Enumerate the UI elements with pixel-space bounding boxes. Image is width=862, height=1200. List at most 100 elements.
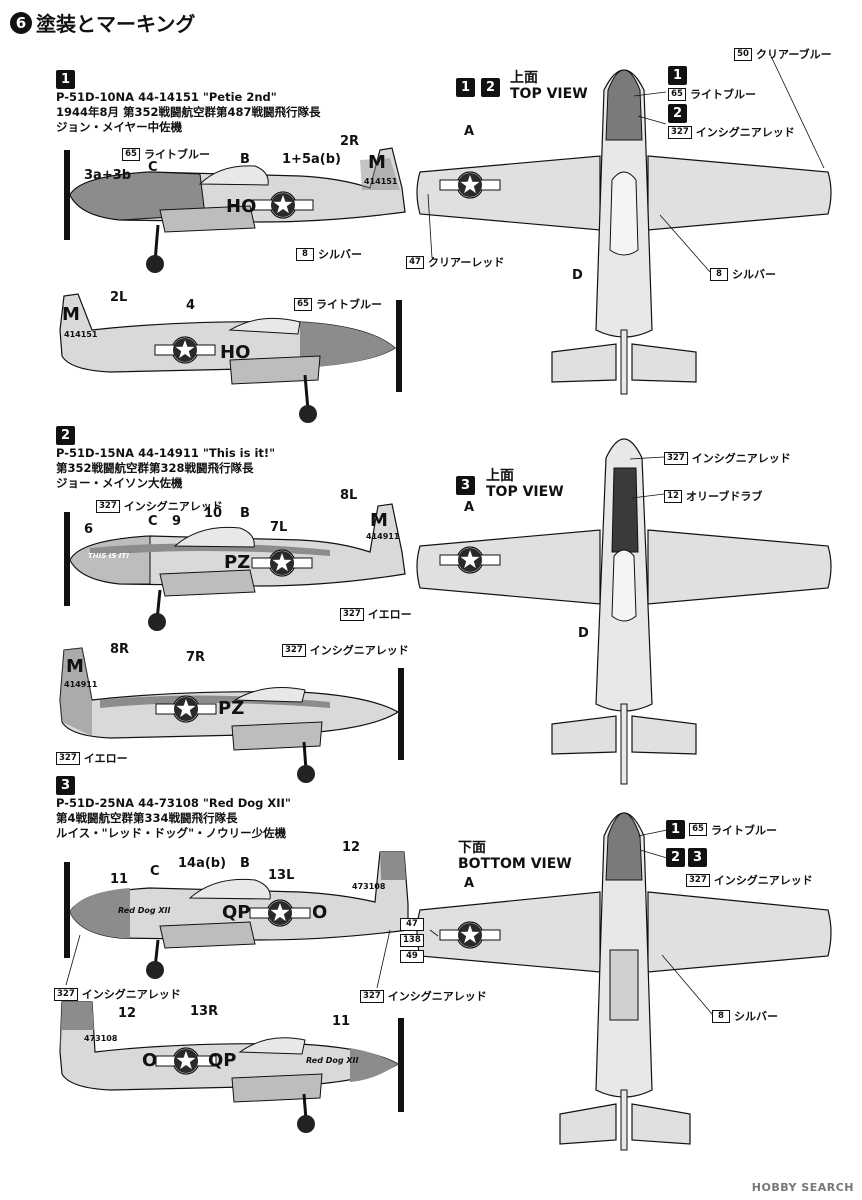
top1-callout-red: 327 インシグニアレッド bbox=[668, 124, 795, 140]
paint-name: オリーブドラブ bbox=[686, 490, 763, 503]
bottom-view-en: BOTTOM VIEW bbox=[458, 856, 572, 872]
paint-name: シルバー bbox=[732, 268, 776, 281]
paint-name: イエロー bbox=[83, 752, 128, 765]
scheme2-label-b: B bbox=[240, 506, 250, 521]
bottom-view-jp: 下面 bbox=[458, 840, 486, 856]
top1-number-1: 1 bbox=[456, 78, 475, 97]
scheme2-label-7r: 7R bbox=[186, 650, 206, 665]
scheme1-tail-letter-right: M bbox=[62, 304, 80, 325]
paint-number: 327 bbox=[56, 751, 80, 765]
scheme3-side-right bbox=[59, 1001, 404, 1133]
top3-callout-red: 327 インシグニアレッド bbox=[664, 450, 791, 466]
paint-number: 65 bbox=[668, 87, 686, 101]
scheme2-number: 2 bbox=[56, 426, 75, 445]
scheme1-number: 1 bbox=[56, 70, 75, 89]
paint-name: インシグニアレッド bbox=[387, 990, 487, 1003]
paint-name: インシグニアレッド bbox=[123, 500, 223, 513]
scheme3-label-13r: 13R bbox=[190, 1004, 219, 1019]
paint-number: 8 bbox=[296, 247, 314, 261]
top1-callout-light-blue: 65 ライトブルー bbox=[668, 86, 756, 102]
scheme1-label-2r: 2R bbox=[340, 134, 360, 149]
section-title: 塗装とマーキング bbox=[36, 12, 196, 36]
scheme1-label-1-5a: 1+5a(b) bbox=[282, 152, 341, 167]
scheme2-label-10: 10 bbox=[204, 506, 223, 521]
scheme2-callout-red: 327 インシグニアレッド bbox=[96, 498, 223, 514]
scheme1-callout-silver: 8 シルバー bbox=[296, 246, 362, 262]
scheme3-label-11-right: 11 bbox=[332, 1014, 351, 1029]
paint-number-49: 49 bbox=[400, 950, 424, 963]
paint-number: 327 bbox=[54, 987, 78, 1001]
scheme3-label-c: C bbox=[150, 864, 160, 879]
scheme1-serial: 414151 bbox=[364, 177, 398, 186]
top1-view-jp: 上面 bbox=[510, 70, 538, 86]
scheme3-line2: 第4戦闘航空群第334戦闘飛行隊長 bbox=[56, 811, 238, 825]
top1-callout-number-1: 1 bbox=[668, 66, 687, 85]
scheme3-squadron-code: QP bbox=[222, 902, 251, 923]
bottom-label-a: A bbox=[464, 876, 475, 891]
paint-name: ライトブルー bbox=[711, 823, 777, 837]
watermark: HOBBY SEARCH bbox=[751, 1181, 854, 1194]
scheme2-side-right bbox=[59, 647, 404, 783]
scheme2-label-9: 9 bbox=[172, 514, 182, 529]
scheme3-squadron-code-right: QP bbox=[208, 1050, 237, 1071]
scheme2-line3: ジョー・メイソン大佐機 bbox=[56, 476, 183, 490]
paint-number: 327 bbox=[360, 989, 384, 1003]
paint-number: 65 bbox=[294, 297, 312, 311]
paint-name: インシグニアレッド bbox=[691, 452, 791, 465]
scheme2-tail-letter: M bbox=[370, 510, 388, 531]
scheme3-squadron-letter-right: O bbox=[142, 1050, 158, 1071]
paint-number: 327 bbox=[668, 125, 692, 139]
top3-view-en: TOP VIEW bbox=[486, 484, 564, 500]
top1-label-d: D bbox=[572, 268, 583, 283]
scheme2-callout-yellow: 327 イエロー bbox=[340, 606, 412, 622]
scheme2-callout-yellow-2: 327 イエロー bbox=[56, 750, 128, 766]
scheme1-callout-light-blue: 65 ライトブルー bbox=[122, 146, 210, 162]
top-view-1-plane bbox=[416, 69, 832, 395]
scheme3-squadron-letter: O bbox=[312, 902, 328, 923]
paint-number: 327 bbox=[664, 451, 688, 465]
paint-number: 327 bbox=[282, 643, 306, 657]
scheme1-callout-light-blue-2: 65 ライトブルー bbox=[294, 296, 382, 312]
bottom-callout-numbers: 2 3 bbox=[666, 848, 707, 867]
scheme2-callout-red-2: 327 インシグニアレッド bbox=[282, 642, 409, 658]
scheme3-label-13l: 13L bbox=[268, 868, 295, 883]
bottom-view-plane bbox=[416, 812, 832, 1151]
scheme1-serial-right: 414151 bbox=[64, 330, 98, 339]
paint-name: ライトブルー bbox=[144, 148, 210, 161]
top1-view-en: TOP VIEW bbox=[510, 86, 588, 102]
paint-name: インシグニアレッド bbox=[713, 874, 813, 887]
scheme3-info: P-51D-25NA 44-73108 "Red Dog XII" 第4戦闘航空… bbox=[56, 796, 291, 841]
bottom-small-callouts: 47 138 49 bbox=[400, 918, 424, 963]
scheme1-info: P-51D-10NA 44-14151 "Petie 2nd" 1944年8月 … bbox=[56, 90, 321, 135]
scheme2-nose-art: THIS IS IT! bbox=[88, 552, 130, 560]
paint-number: 8 bbox=[710, 267, 728, 281]
paint-number: 12 bbox=[664, 489, 682, 503]
scheme2-info: P-51D-15NA 44-14911 "This is it!" 第352戦闘… bbox=[56, 446, 275, 491]
paint-number: 65 bbox=[689, 823, 707, 836]
scheme1-label-3a3b: 3a+3b bbox=[84, 168, 132, 183]
bottom-callout-number-2: 2 bbox=[666, 848, 685, 867]
scheme1-squadron-code-right: HO bbox=[220, 342, 251, 363]
scheme3-serial: 473108 bbox=[352, 882, 386, 891]
paint-number: 50 bbox=[734, 47, 752, 61]
top1-callout-clear-red: 47 クリアーレッド bbox=[406, 254, 504, 270]
scheme2-line2: 第352戦闘航空群第328戦闘飛行隊長 bbox=[56, 461, 254, 475]
paint-number: 65 bbox=[122, 147, 140, 161]
bottom-callout-number-3: 3 bbox=[688, 848, 707, 867]
scheme2-line1: P-51D-15NA 44-14911 "This is it!" bbox=[56, 446, 276, 460]
scheme2-label-8r: 8R bbox=[110, 642, 130, 657]
scheme3-label-12: 12 bbox=[342, 840, 361, 855]
top1-callout-silver: 8 シルバー bbox=[710, 266, 776, 282]
top3-callout-olive: 12 オリーブドラブ bbox=[664, 488, 762, 504]
top-view-3-plane bbox=[416, 438, 832, 785]
scheme2-label-8l: 8L bbox=[340, 488, 358, 503]
paint-number: 8 bbox=[712, 1009, 730, 1023]
top1-callout-clear-blue: 50 クリアーブルー bbox=[734, 46, 832, 62]
scheme3-label-14a: 14a(b) bbox=[178, 856, 227, 871]
top3-scheme-number: 3 bbox=[456, 476, 475, 495]
scheme1-label-2l: 2L bbox=[110, 290, 128, 305]
paint-name: シルバー bbox=[318, 248, 362, 261]
paint-name: ライトブルー bbox=[690, 88, 756, 101]
top3-label-a: A bbox=[464, 500, 475, 515]
scheme2-side-left bbox=[64, 503, 406, 631]
